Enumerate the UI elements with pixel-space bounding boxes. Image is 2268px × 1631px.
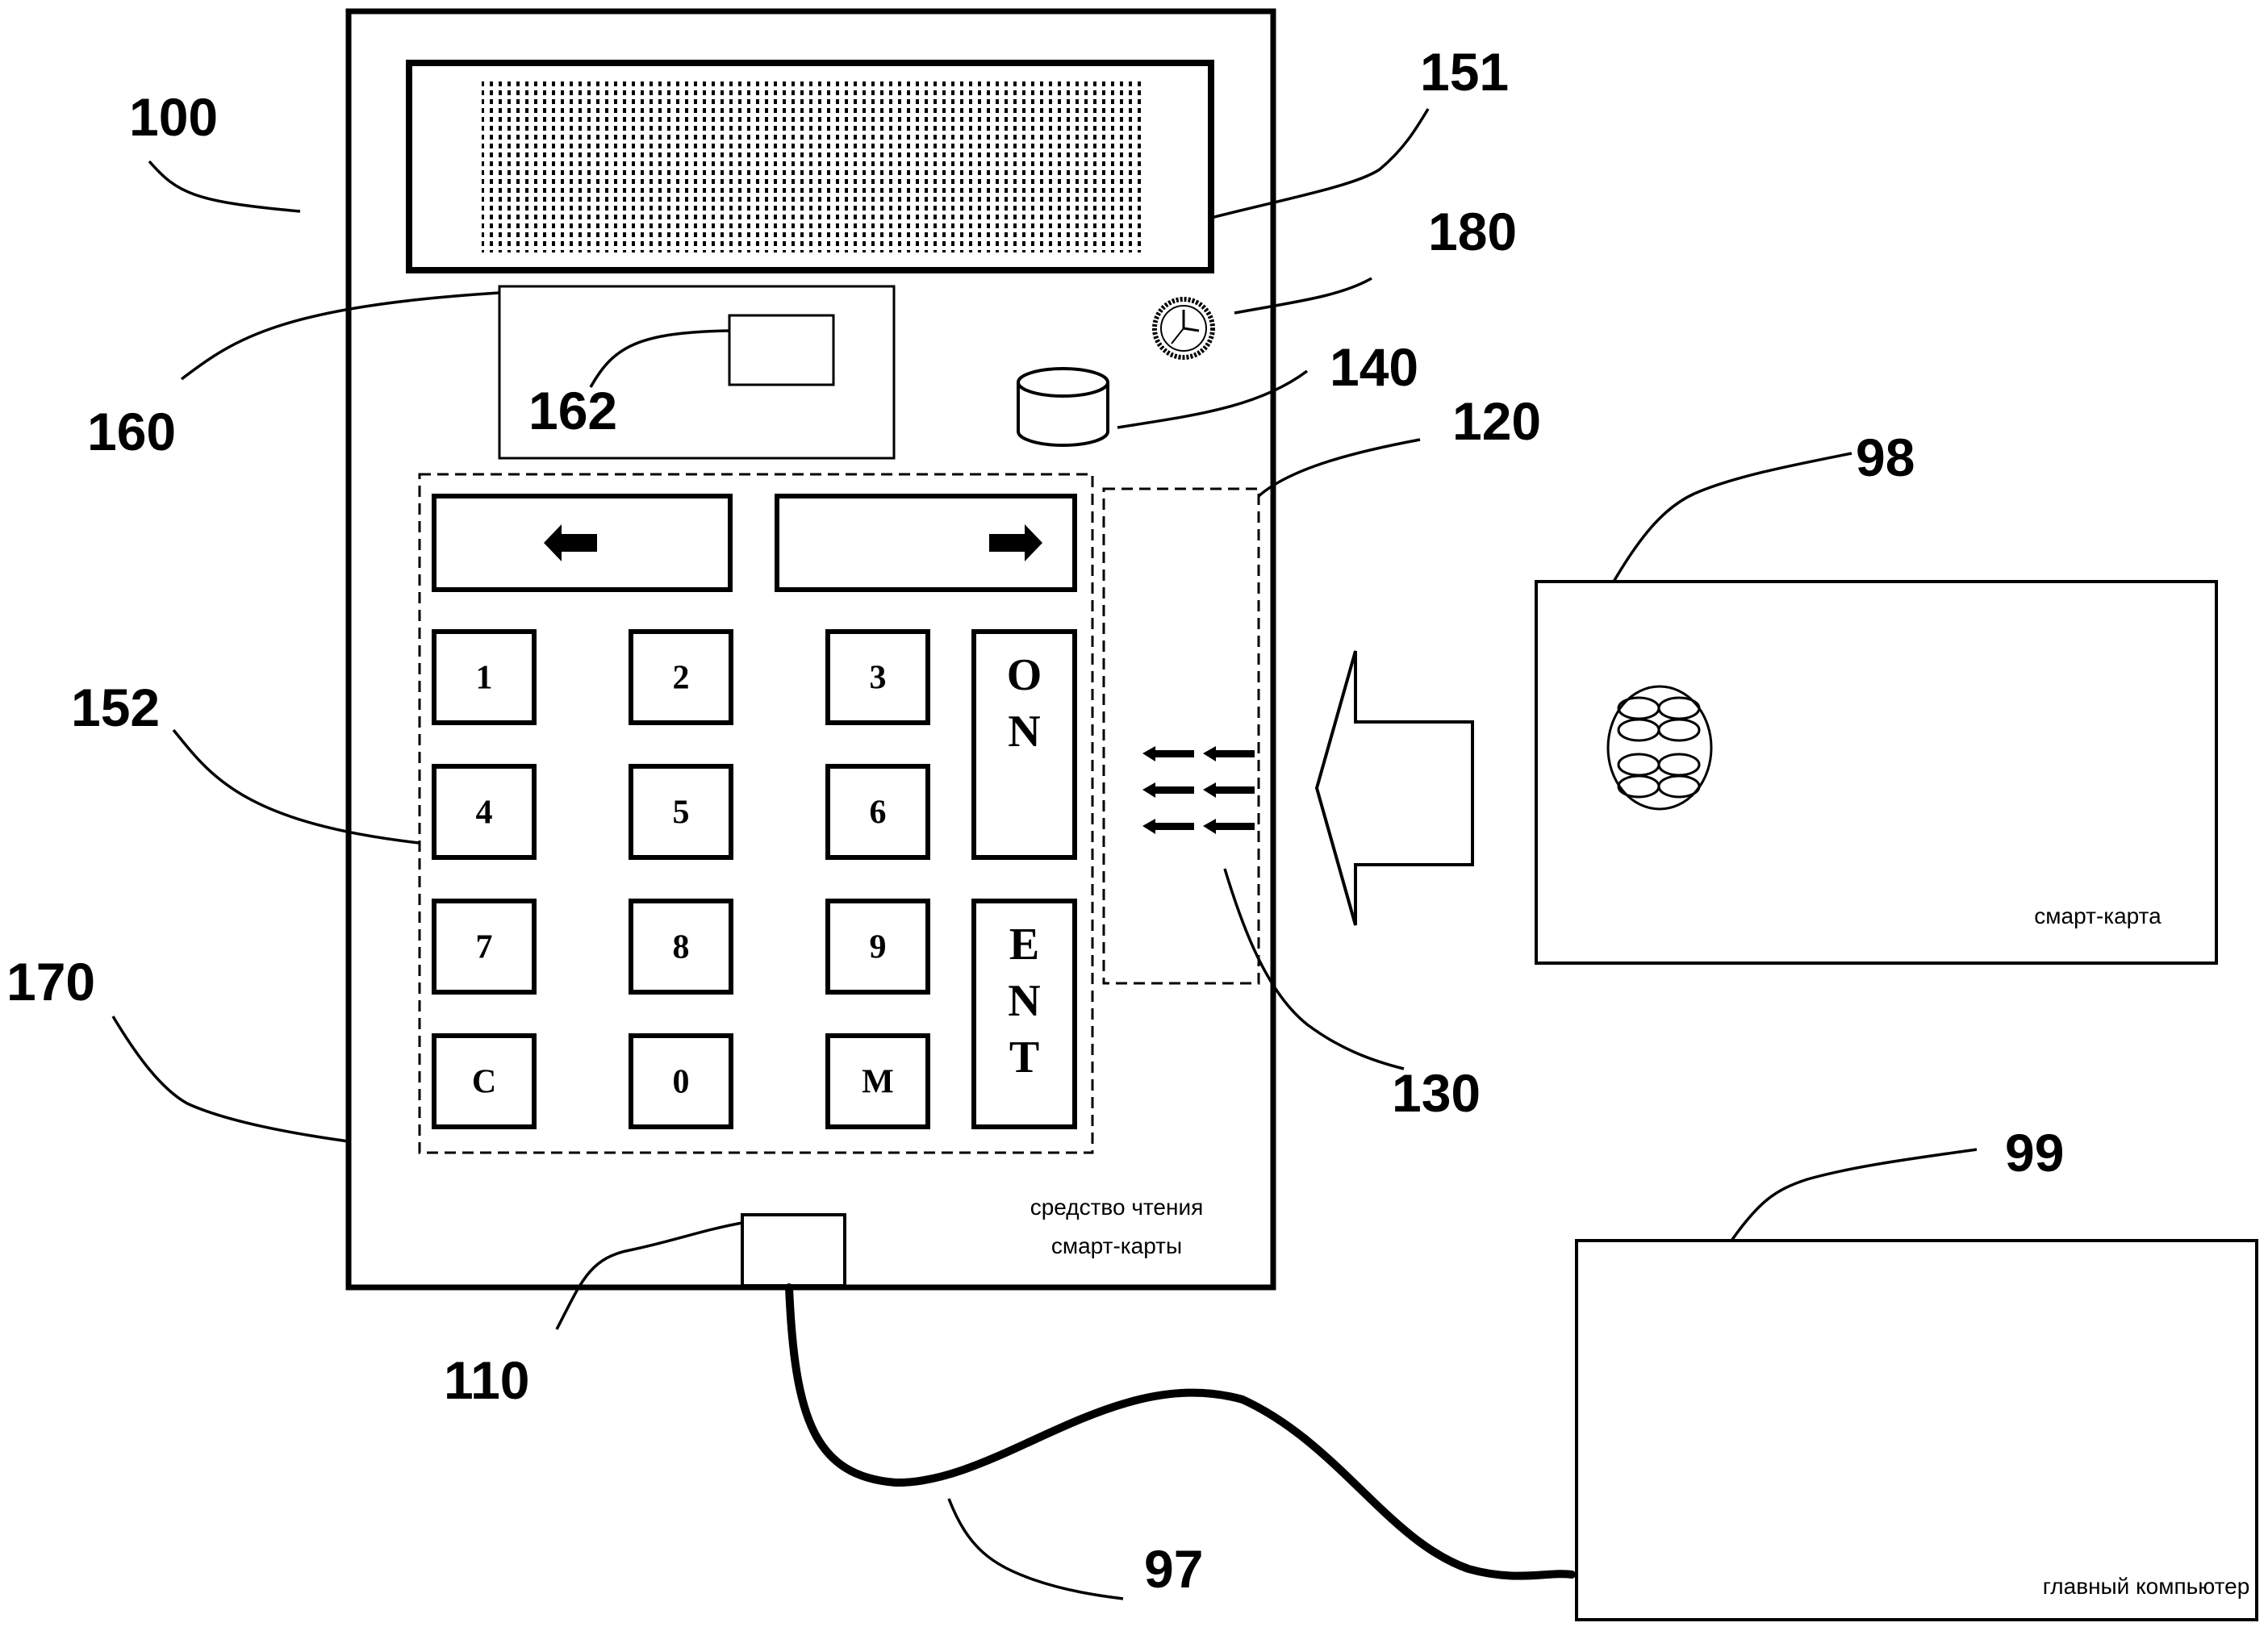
ref-151: 151 xyxy=(1420,42,1509,102)
smart-card-caption: смарт-карта xyxy=(2034,903,2161,928)
arrow-left-key[interactable] xyxy=(434,496,730,590)
leader-99 xyxy=(1731,1149,1977,1241)
key-3[interactable]: 3 xyxy=(828,632,928,723)
database-cylinder-icon xyxy=(1018,369,1108,445)
cable-97 xyxy=(789,1287,1572,1576)
display-dot-matrix xyxy=(482,80,1142,252)
leader-120 xyxy=(1259,440,1420,496)
clock-icon xyxy=(1155,299,1213,357)
ref-180: 180 xyxy=(1428,202,1517,261)
key-clear[interactable]: C xyxy=(434,1036,534,1127)
key-1[interactable]: 1 xyxy=(434,632,534,723)
ref-140: 140 xyxy=(1330,337,1418,397)
leader-97 xyxy=(949,1499,1123,1599)
on-key-letter-1: O xyxy=(1007,650,1042,700)
ref-120: 120 xyxy=(1452,391,1541,451)
ent-key-letter-2: N xyxy=(1008,976,1040,1026)
key-9-label: 9 xyxy=(870,929,887,966)
ref-170: 170 xyxy=(6,952,95,1012)
key-8-label: 8 xyxy=(673,929,690,966)
key-0-label: 0 xyxy=(673,1064,690,1101)
arrow-right-key[interactable] xyxy=(777,496,1075,590)
ent-key-letter-3: T xyxy=(1009,1032,1039,1082)
ref-98: 98 xyxy=(1856,428,1915,487)
smart-card-98[interactable]: смарт-карта xyxy=(1536,582,2216,963)
host-caption: главный компьютер xyxy=(2043,1574,2250,1599)
key-1-label: 1 xyxy=(476,660,493,697)
key-clear-label: C xyxy=(472,1064,496,1101)
reader-caption-line1: средство чтения xyxy=(1030,1195,1204,1220)
key-memory-label: M xyxy=(862,1064,894,1101)
key-9[interactable]: 9 xyxy=(828,901,928,992)
ref-110: 110 xyxy=(444,1350,529,1410)
ref-162: 162 xyxy=(528,381,617,440)
ref-130: 130 xyxy=(1392,1063,1481,1123)
key-7[interactable]: 7 xyxy=(434,901,534,992)
on-key[interactable]: O N xyxy=(974,632,1075,857)
key-4-label: 4 xyxy=(476,795,493,832)
leader-100 xyxy=(149,161,300,211)
insert-arrow-icon xyxy=(1317,651,1472,925)
host-computer-99[interactable]: главный компьютер xyxy=(1577,1241,2257,1620)
ref-99: 99 xyxy=(2005,1123,2064,1183)
module-element-162 xyxy=(729,315,833,385)
key-6-label: 6 xyxy=(870,795,887,832)
key-5-label: 5 xyxy=(673,795,690,832)
key-7-label: 7 xyxy=(476,929,493,966)
ent-key-letter-1: E xyxy=(1009,920,1039,970)
leader-170 xyxy=(113,1016,349,1141)
ref-100: 100 xyxy=(129,87,218,147)
key-4[interactable]: 4 xyxy=(434,766,534,857)
smart-card-chip-icon xyxy=(1608,686,1711,809)
ent-key[interactable]: E N T xyxy=(974,901,1075,1127)
connector-110[interactable] xyxy=(742,1215,845,1286)
display-151 xyxy=(409,63,1211,270)
key-2[interactable]: 2 xyxy=(631,632,731,723)
key-2-label: 2 xyxy=(673,660,690,697)
reader-caption-line2: смарт-карты xyxy=(1051,1233,1182,1258)
ref-152: 152 xyxy=(71,678,160,737)
key-0[interactable]: 0 xyxy=(631,1036,731,1127)
ref-160: 160 xyxy=(87,402,176,461)
key-8[interactable]: 8 xyxy=(631,901,731,992)
leader-98 xyxy=(1614,453,1852,582)
key-memory[interactable]: M xyxy=(828,1036,928,1127)
key-3-label: 3 xyxy=(870,660,887,697)
key-5[interactable]: 5 xyxy=(631,766,731,857)
key-6[interactable]: 6 xyxy=(828,766,928,857)
ref-97: 97 xyxy=(1144,1539,1203,1599)
on-key-letter-2: N xyxy=(1008,707,1040,757)
